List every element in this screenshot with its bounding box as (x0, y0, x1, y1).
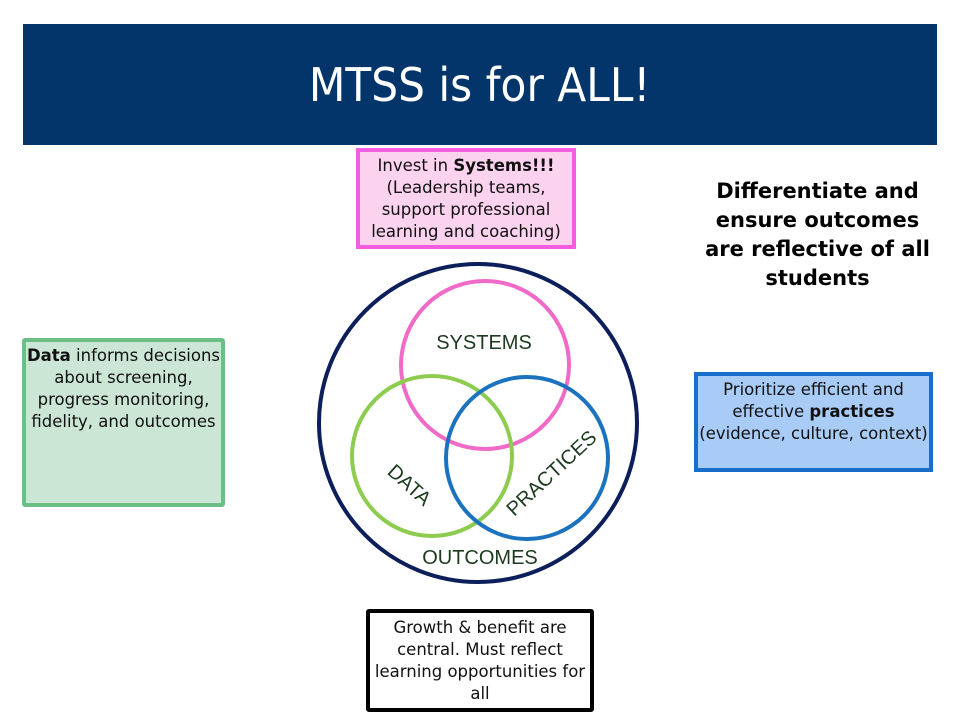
data-circle (350, 374, 514, 538)
data-callout-bold: Data (26, 346, 71, 365)
page-title: MTSS is for ALL! (309, 57, 651, 112)
systems-callout-prefix: Invest in (377, 156, 454, 175)
data-callout-detail: informs decisions about screening, progr… (31, 346, 221, 431)
data-label: DATA (383, 461, 436, 511)
practices-callout-detail: (evidence, culture, context) (699, 424, 928, 443)
outcomes-callout-text: Growth & benefit are central. Must refle… (374, 618, 586, 703)
practices-callout-prefix: Prioritize efficient and effective (723, 380, 904, 421)
systems-circle (399, 279, 571, 451)
data-callout: Data informs decisions about screening, … (22, 338, 225, 507)
systems-label: SYSTEMS (436, 332, 532, 354)
outcomes-callout: Growth & benefit are central. Must refle… (366, 609, 594, 712)
title-banner: MTSS is for ALL! (23, 24, 937, 145)
practices-callout-bold: practices (809, 402, 895, 421)
differentiate-statement: Differentiate and ensure outcomes are re… (705, 179, 930, 290)
practices-callout: Prioritize efficient and effective pract… (694, 372, 933, 472)
outcomes-label: OUTCOMES (422, 547, 538, 569)
practices-circle (444, 375, 610, 541)
systems-callout: Invest in Systems!!! (Leadership teams, … (356, 148, 576, 249)
systems-callout-detail: (Leadership teams, support professional … (371, 178, 561, 241)
systems-callout-bold: Systems!!! (453, 156, 555, 175)
outcomes-circle (317, 262, 639, 584)
